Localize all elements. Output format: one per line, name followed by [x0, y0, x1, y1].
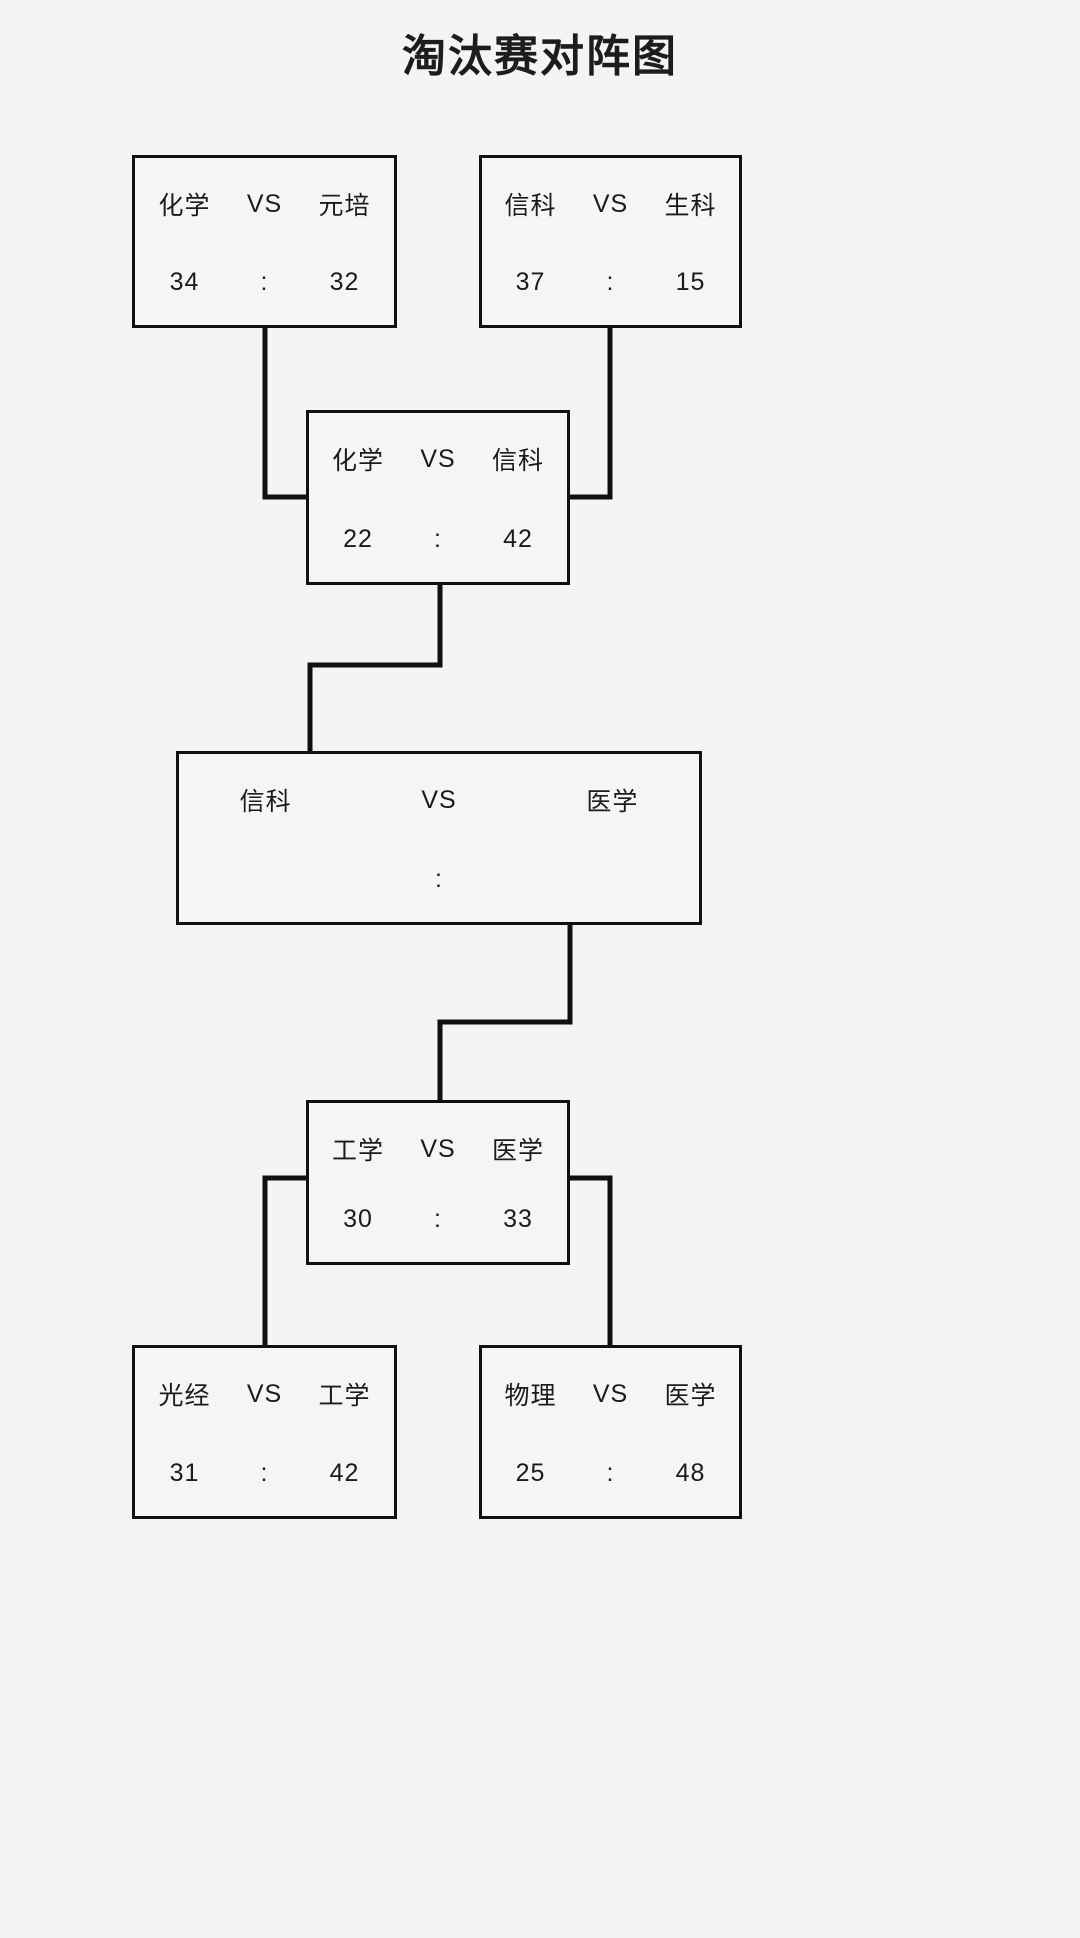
score-colon: : [434, 525, 442, 553]
vs-label: VS [592, 1379, 629, 1408]
match-teams-row: 工学 VS 医学 [309, 1131, 567, 1167]
team-right-name: 元培 [318, 192, 371, 220]
line-m3-to-m4 [307, 582, 443, 754]
score-right: 15 [675, 268, 706, 296]
match-teams-row: 物理 VS 医学 [482, 1376, 739, 1412]
team-left-name: 信科 [239, 788, 292, 816]
vs-label: VS [246, 189, 283, 218]
score-left: 31 [169, 1459, 200, 1487]
score-right: 33 [503, 1205, 533, 1233]
score-colon: : [435, 865, 443, 893]
team-right-name: 工学 [318, 1382, 371, 1410]
vs-label: VS [592, 189, 629, 218]
team-right-name: 医学 [491, 1137, 544, 1165]
match-scores-row: 37 : 15 [482, 268, 739, 297]
match-scores-row: 25 : 48 [482, 1459, 739, 1488]
score-right: 42 [329, 1459, 360, 1487]
match-teams-row: 光经 VS 工学 [135, 1376, 394, 1412]
match-teams-row: 信科 VS 医学 [179, 782, 699, 818]
score-colon: : [260, 268, 269, 296]
page-title: 淘汰赛对阵图 [402, 32, 678, 81]
score-colon: : [606, 1459, 615, 1487]
score-colon: : [260, 1459, 269, 1487]
vs-label: VS [420, 444, 456, 473]
score-left: 37 [515, 268, 546, 296]
match-box-quarterfinal-lower-left[interactable]: 光经 VS 工学 31 : 42 [132, 1345, 397, 1519]
match-scores-row: : [179, 865, 699, 894]
team-left-name: 工学 [331, 1137, 384, 1165]
team-left-name: 物理 [504, 1382, 557, 1410]
match-teams-row: 化学 VS 元培 [135, 186, 394, 222]
match-scores-row: 34 : 32 [135, 268, 394, 297]
score-left: 34 [169, 268, 200, 296]
team-left-name: 光经 [158, 1382, 211, 1410]
team-right-name: 医学 [664, 1382, 717, 1410]
line-m6-to-m5 [262, 1175, 313, 1348]
vs-label: VS [421, 785, 457, 814]
line-m1-to-m3 [262, 325, 313, 500]
score-right: 42 [503, 525, 533, 553]
score-left: 22 [343, 525, 373, 553]
team-right-name: 医学 [586, 788, 639, 816]
score-right: 32 [329, 268, 360, 296]
match-scores-row: 30 : 33 [309, 1205, 567, 1234]
match-scores-row: 31 : 42 [135, 1459, 394, 1488]
match-scores-row: 22 : 42 [309, 525, 567, 554]
match-box-quarterfinal-lower-right[interactable]: 物理 VS 医学 25 : 48 [479, 1345, 742, 1519]
match-teams-row: 信科 VS 生科 [482, 186, 739, 222]
team-right-name: 生科 [664, 192, 717, 220]
team-right-name: 信科 [491, 447, 544, 475]
vs-label: VS [246, 1379, 283, 1408]
match-box-quarterfinal-upper-right[interactable]: 信科 VS 生科 37 : 15 [479, 155, 742, 328]
match-box-semifinal-lower[interactable]: 工学 VS 医学 30 : 33 [306, 1100, 570, 1265]
score-left: 25 [515, 1459, 546, 1487]
team-left-name: 信科 [504, 192, 557, 220]
match-box-final[interactable]: 信科 VS 医学 : [176, 751, 702, 925]
team-left-name: 化学 [158, 192, 211, 220]
team-left-name: 化学 [331, 447, 384, 475]
score-colon: : [606, 268, 615, 296]
score-colon: : [434, 1205, 442, 1233]
score-right: 48 [675, 1459, 706, 1487]
vs-label: VS [420, 1134, 456, 1163]
line-m4-to-m5 [437, 922, 573, 1103]
match-teams-row: 化学 VS 信科 [309, 441, 567, 477]
line-m2-to-m3 [563, 325, 613, 500]
score-left: 30 [343, 1205, 373, 1233]
line-m7-to-m5 [563, 1175, 613, 1348]
match-box-semifinal-upper[interactable]: 化学 VS 信科 22 : 42 [306, 410, 570, 585]
match-box-quarterfinal-upper-left[interactable]: 化学 VS 元培 34 : 32 [132, 155, 397, 328]
